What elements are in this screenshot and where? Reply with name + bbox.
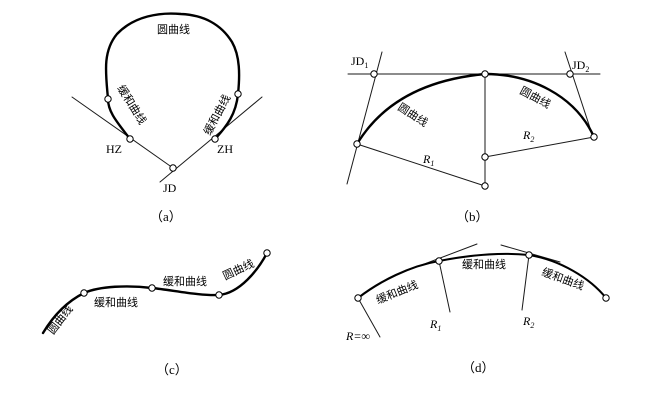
label-hz: HZ [106,142,122,156]
label-jd2: JD2 [572,58,589,74]
label-circular-curve: 圆曲线 [157,22,190,36]
point-curve-start [353,140,361,148]
normal-line-r2 [521,254,530,311]
point-d-r2 [525,251,533,259]
point-d-r1 [435,257,443,265]
label-r2: R2 [522,128,534,144]
point-hz [126,135,134,143]
label-zh: ZH [217,142,233,156]
label-circular-left: 圆曲线 [395,100,430,130]
point-center-1 [481,182,489,190]
point-left-transition-end [104,95,112,103]
panel-d: 缓和曲线 缓和曲线 缓和曲线 R=∞ R1 R2 （d） [345,243,610,375]
label-transition-left: 缓和曲线 [94,295,138,309]
tangent-line-right [159,96,263,183]
point-c-4 [263,249,271,257]
label-transition-left: 缓和曲线 [114,82,149,127]
label-transition-2: 缓和曲线 [462,257,506,271]
point-jd2 [566,70,574,78]
point-center-2 [481,153,489,161]
caption-c: （c） [156,362,188,377]
label-transition-right: 缓和曲线 [200,92,233,137]
label-transition-3: 缓和曲线 [540,265,586,293]
panel-a: 圆曲线 缓和曲线 缓和曲线 HZ ZH JD （a） [71,12,263,224]
point-d-start [354,294,362,302]
point-right-transition-end [234,90,242,98]
label-r-infinity: R=∞ [345,329,370,343]
caption-d: （d） [462,360,495,375]
label-r1: R1 [429,317,441,333]
point-jd [169,164,177,172]
radius-line-r2 [484,136,595,158]
label-r1: R1 [422,152,434,168]
label-circular-left: 圆曲线 [44,302,75,337]
label-jd: JD [163,181,177,195]
panel-c: 圆曲线 缓和曲线 缓和曲线 圆曲线 （c） [41,249,271,377]
normal-line-r1 [438,260,451,313]
panel-b: JD1 JD2 圆曲线 圆曲线 R1 R2 （b） [346,51,601,224]
label-transition-right: 缓和曲线 [163,274,207,288]
point-zh [211,135,219,143]
caption-b: （b） [456,209,489,224]
label-circular-right: 圆曲线 [518,83,554,111]
label-jd1: JD1 [351,54,368,70]
point-c-2 [148,284,156,292]
point-c-3 [215,291,223,299]
radius-line-r1 [356,143,486,187]
label-circular-right: 圆曲线 [220,256,256,283]
point-d-end [602,294,610,302]
caption-a: （a） [150,209,182,224]
tangent-line-left [71,96,174,169]
point-curve-end [590,133,598,141]
normal-line-start [357,297,381,338]
point-c-1 [80,289,88,297]
multi-segment-curve [356,252,608,300]
point-curve-junction [481,70,489,78]
compound-curve [355,72,596,146]
label-r2: R2 [522,314,534,330]
point-jd1 [370,70,378,78]
